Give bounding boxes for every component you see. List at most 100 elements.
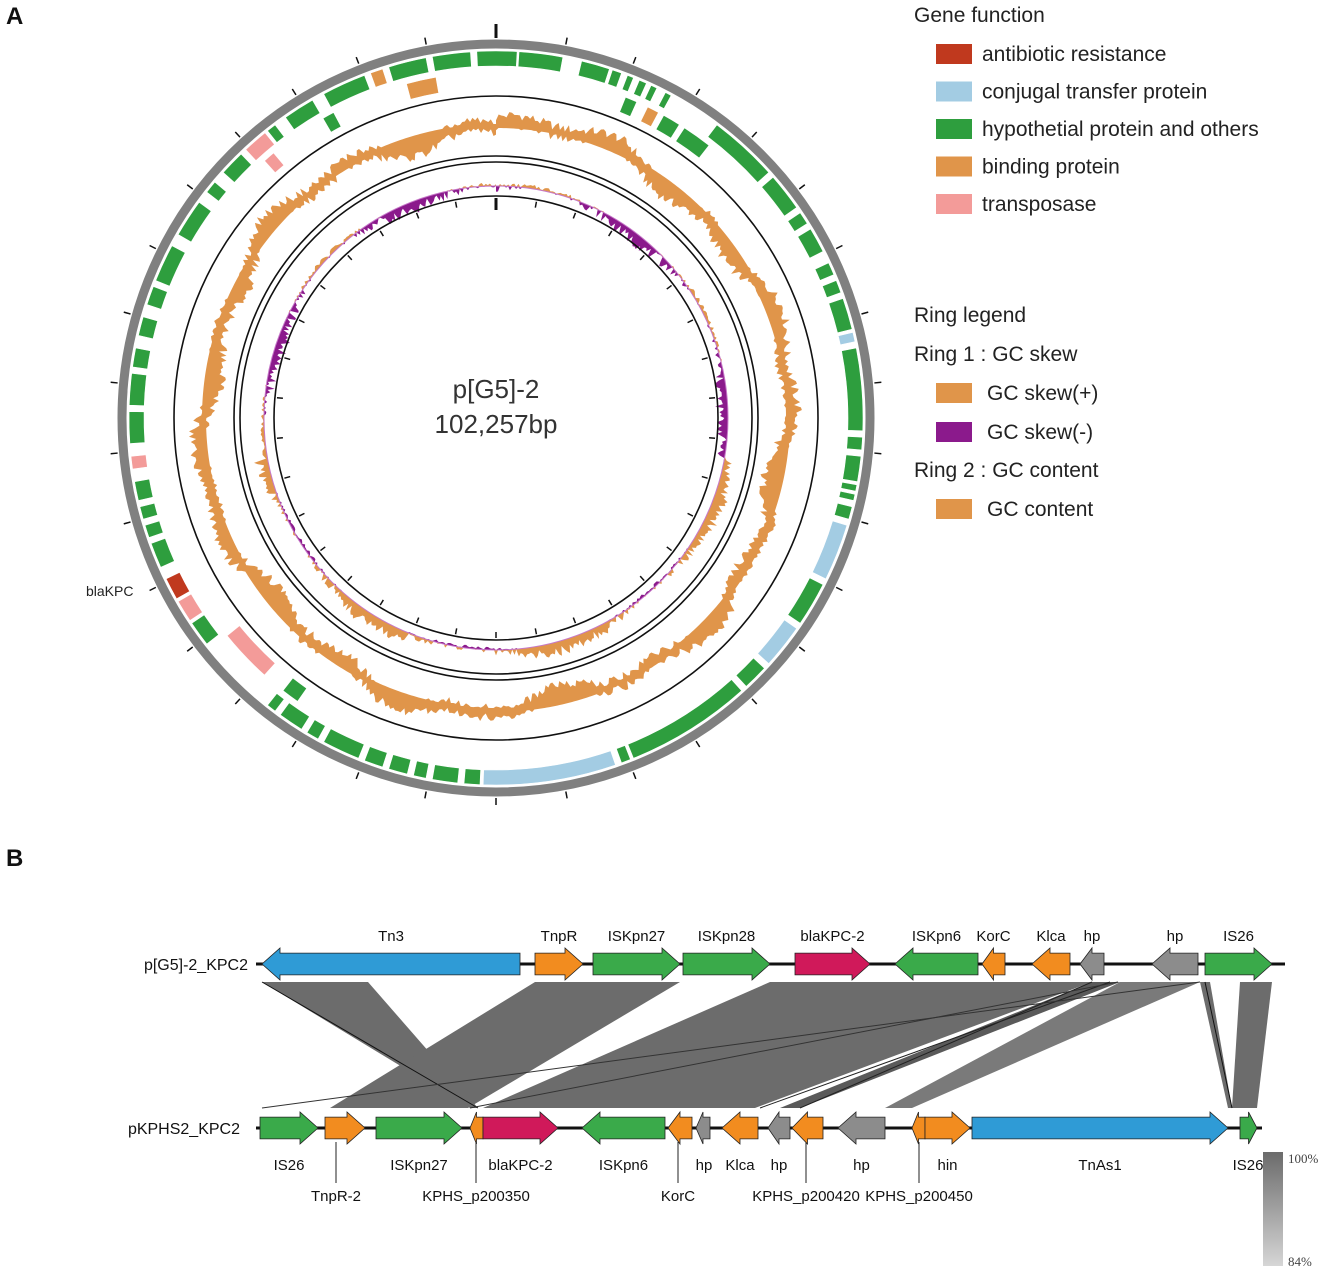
gene-feature [306,719,326,740]
backbone-ring [117,39,875,797]
scale-tick [424,37,427,45]
gene-label: IS26 [1233,1157,1264,1174]
scale-tick [319,284,326,290]
gene-feature [482,750,616,786]
gene-feature [833,502,853,520]
gene-feature [463,768,481,785]
gene-feature [177,201,212,243]
gene-label: hp [1084,928,1101,945]
gene-feature [707,124,770,183]
ring2-title: Ring 2 : GC content [914,459,1099,482]
gene-feature [267,693,285,712]
scale-tick [284,475,291,479]
gene-feature [517,51,564,73]
circular-plasmid-map: p[G5]-2 102,257bp blaKPC [86,24,882,805]
scale-tick [695,740,701,748]
legend-swatch [936,383,972,403]
identity-gradient-bar [1263,1152,1283,1266]
gene-arrow [261,947,521,981]
gene-arrow [695,1111,711,1145]
scale-tick [709,436,716,440]
gene-label: blaKPC-2 [488,1157,552,1174]
gene-label: IS26 [1223,928,1254,945]
gene-label: ISKpn6 [599,1157,648,1174]
gene-feature [222,153,252,183]
scale-tick [695,88,701,96]
gene-feature [264,152,285,174]
gene-label: ISKpn27 [390,1157,448,1174]
gene-feature [675,127,710,159]
gene-arrow [767,1110,791,1146]
gene-arrow [534,947,584,981]
scale-tick [347,575,353,582]
scale-tick [751,131,758,138]
gene-feature [797,228,824,259]
gene-feature [323,74,371,108]
gene-label: TnpR [541,928,578,945]
scale-tick [798,184,806,190]
alignment-band [330,982,680,1108]
alignment-band [483,982,1092,1108]
gene-feature [616,745,631,764]
scale-tick [123,311,131,315]
scale-tick [424,791,427,799]
scale-tick [565,37,568,45]
gene-arrow [911,1111,926,1145]
gene-label: TnpR-2 [311,1188,361,1205]
gene-label: hp [771,1157,788,1174]
gene-feature [787,212,808,232]
gene-feature [619,96,638,117]
panel-b-letter: B [6,845,23,872]
scale-tick [291,740,297,748]
alignment-line [469,981,1119,1109]
legend-item-label: binding protein [982,156,1120,179]
ring-legend-title: Ring legend [914,304,1026,327]
scale-tick [298,319,305,324]
scale-tick [110,381,118,384]
scale-tick [284,357,291,361]
gene-feature [841,347,864,432]
scale-tick [234,698,241,705]
gene-feature [431,51,472,72]
scale-tick [355,772,360,780]
alignment-band [780,982,1120,1108]
gene-feature [761,176,798,217]
gene-feature [655,114,680,139]
gene-feature [842,454,862,483]
scale-tick [534,201,538,208]
scale-tick [751,698,758,705]
gene-label: ISKpn27 [608,928,666,945]
plasmid-name: p[G5]-2 [453,374,540,404]
legend-swatch [936,422,972,442]
gene-feature [144,520,164,538]
scale-tick [149,244,157,250]
scale-tick [666,546,673,552]
scale-tick [110,452,118,455]
scale-tick [835,244,843,250]
gene-arrow [324,1111,366,1145]
gene-feature [177,593,203,621]
gene-arrow [1031,947,1071,981]
gene-feature [811,520,848,580]
gene-arrow [1151,947,1199,981]
scale-tick [415,212,420,219]
legend-item-label: GC skew(+) [987,382,1098,405]
gene-feature [155,245,186,287]
gene-arrow [721,1111,759,1145]
gene-feature [245,132,275,161]
gene-feature [267,124,285,143]
bottom-track-name: pKPHS2_KPC2 [128,1121,240,1138]
gene-feature-ring [128,50,864,786]
top-track-name: p[G5]-2_KPC2 [144,957,248,974]
gene-feature [139,502,159,520]
legend-item-label: transposase [982,193,1096,216]
scale-tick [415,617,420,624]
gene-label: TnAs1 [1078,1157,1121,1174]
legend-item-label: hypothetial protein and others [982,118,1259,141]
gene-feature [577,60,610,84]
gene-feature [323,728,365,759]
scale-tick [276,396,283,400]
gene-feature [191,614,220,645]
scale-tick [298,512,305,517]
